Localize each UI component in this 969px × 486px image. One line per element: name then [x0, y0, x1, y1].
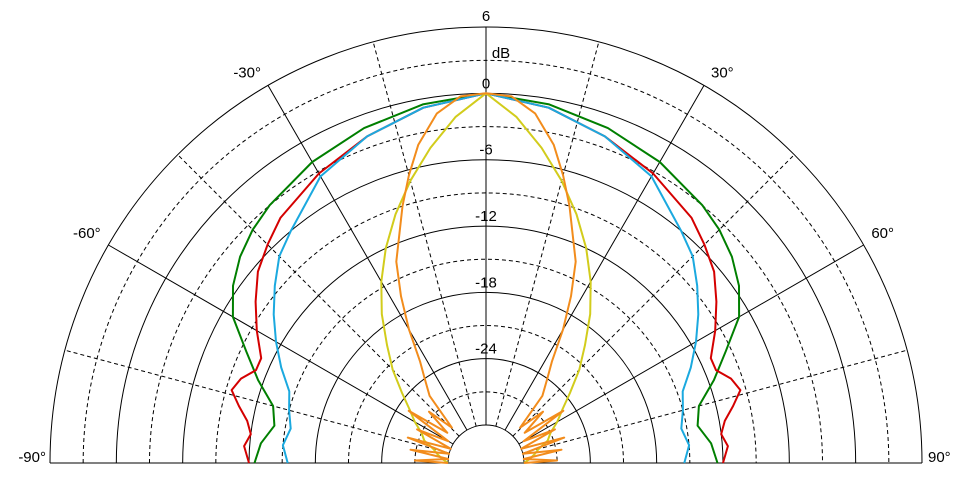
dashed-spoke [372, 41, 477, 427]
angle-tick-label: -30° [233, 65, 261, 82]
spoke [504, 85, 705, 431]
radial-tick-label: -18 [475, 274, 497, 291]
spoke [518, 244, 864, 445]
dashed-ring [348, 325, 624, 464]
angle-tick-label: -90° [18, 449, 46, 466]
dashed-ring [281, 258, 691, 464]
angle-tick-label: 60° [871, 225, 894, 242]
dashed-spoke [512, 154, 795, 437]
dashed-ring [215, 192, 757, 464]
spoke [108, 244, 454, 445]
radial-tick-label: 6 [482, 8, 490, 25]
dashed-spoke [64, 349, 450, 454]
series-line-5 [395, 92, 577, 464]
angle-tick-label: 90° [928, 449, 951, 466]
radial-tick-label: -12 [475, 208, 497, 225]
radial-tick-label: -24 [475, 341, 497, 358]
radial-tick-label: -6 [479, 142, 492, 159]
unit-label: dB [492, 45, 510, 62]
radial-tick-label: 0 [482, 75, 490, 92]
angle-tick-label: -60° [73, 225, 101, 242]
angle-tick-label: 30° [711, 65, 734, 82]
dashed-spoke [177, 154, 460, 437]
dashed-spoke [522, 349, 908, 454]
dashed-spoke [495, 41, 600, 427]
center-ring [447, 424, 525, 464]
axis-labels: 6 0 -6 -12 -18 -24 -90° -60° -30° 30° 60° 90° [18, 8, 950, 466]
response-curves [230, 92, 742, 464]
spoke [267, 85, 468, 431]
